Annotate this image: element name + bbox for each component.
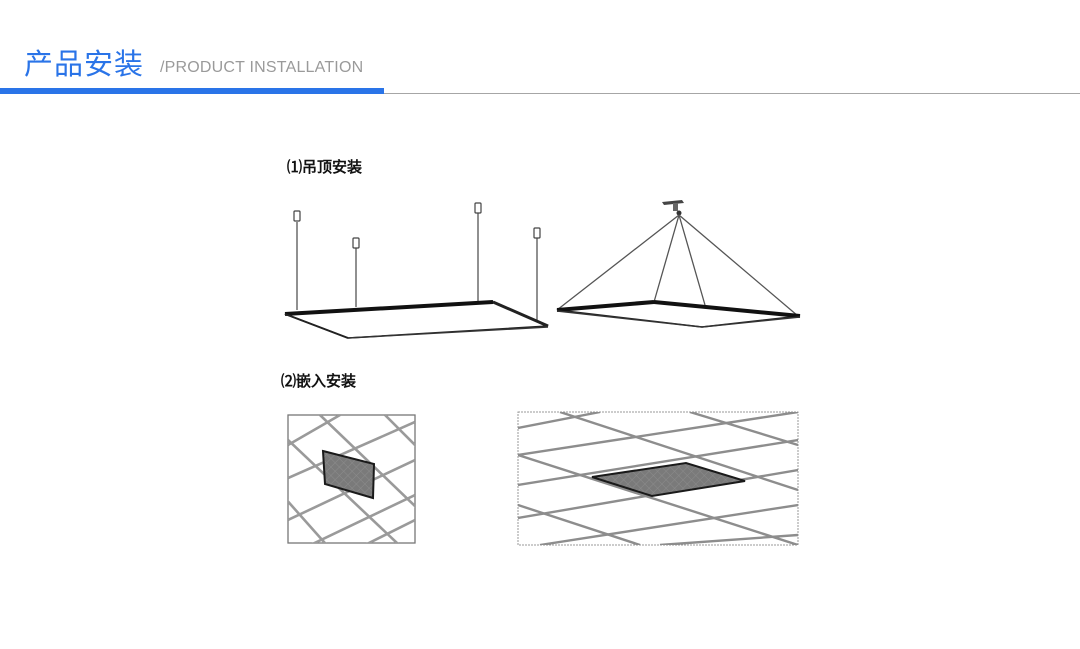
page-subtitle: /PRODUCT INSTALLATION bbox=[160, 59, 364, 76]
recessed-panel-small-grid bbox=[287, 414, 416, 544]
four-wire-suspended-panel bbox=[284, 202, 549, 339]
section-label-suspended: ⑴吊顶安装 bbox=[287, 158, 363, 176]
single-point-suspended-panel bbox=[556, 200, 801, 328]
header-divider bbox=[0, 93, 1080, 94]
page-title: 产品安装 bbox=[24, 47, 145, 81]
section-header: 产品安装 /PRODUCT INSTALLATION bbox=[0, 0, 1080, 96]
header-accent-bar bbox=[0, 88, 384, 94]
section-label-recessed: ⑵嵌入安装 bbox=[281, 372, 357, 390]
recessed-panel-wide-grid bbox=[517, 411, 799, 546]
ceiling-anchor-icon bbox=[293, 202, 541, 249]
ceiling-hook-icon bbox=[662, 200, 684, 216]
